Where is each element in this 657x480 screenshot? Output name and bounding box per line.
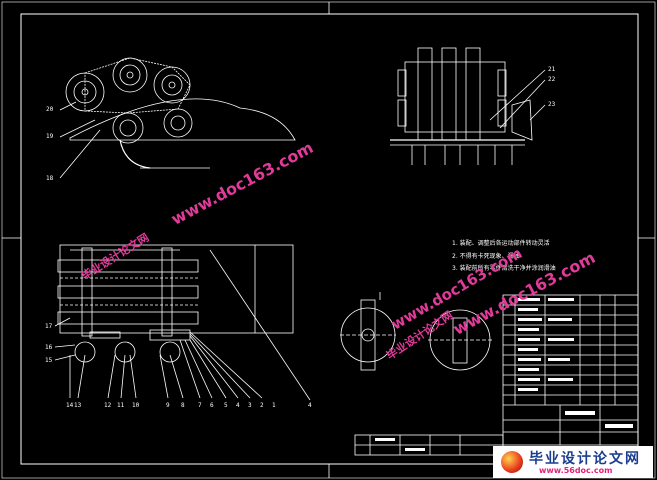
note-2: 2. 不得有卡死现象、漏油 — [452, 253, 520, 260]
note-1: 1. 装配、调整后各运动部件转动灵活 — [452, 240, 550, 247]
callout-14: 14 — [66, 402, 74, 409]
callout-4: 4 — [308, 402, 312, 409]
callout-21: 21 — [548, 66, 556, 73]
callout-23: 23 — [548, 101, 556, 108]
callout-19: 19 — [46, 133, 54, 140]
callout-20: 20 — [46, 106, 54, 113]
callout-16: 16 — [45, 344, 53, 351]
callout-7: 7 — [198, 402, 202, 409]
callout-8: 8 — [181, 402, 185, 409]
callout-1: 1 — [272, 402, 276, 409]
callout-3: 3 — [248, 402, 252, 409]
callout-22: 22 — [548, 76, 556, 83]
callout-15: 15 — [45, 357, 53, 364]
callout-5: 5 — [224, 402, 228, 409]
callout-4b: 4 — [236, 402, 240, 409]
site-logo[interactable]: 毕业设计论文网 www.56doc.com — [493, 446, 653, 478]
callout-10: 10 — [132, 402, 140, 409]
callout-2: 2 — [260, 402, 264, 409]
bom-text-marks — [375, 298, 633, 451]
note-3: 3. 装配前所有零件清洗干净并涂润滑油 — [452, 265, 556, 272]
callout-9: 9 — [166, 402, 170, 409]
callout-12: 12 — [104, 402, 112, 409]
title-block — [354, 294, 639, 456]
logo-title: 毕业设计论文网 — [529, 451, 641, 467]
callout-6: 6 — [210, 402, 214, 409]
callout-17: 17 — [45, 323, 53, 330]
front-left-view — [54, 244, 311, 401]
callout-11: 11 — [117, 402, 125, 409]
inner-frame — [20, 13, 639, 465]
callout-13: 13 — [74, 402, 82, 409]
top-left-view — [59, 57, 296, 179]
logo-url: www.56doc.com — [539, 466, 613, 475]
top-right-view — [390, 47, 546, 165]
callout-18: 18 — [46, 175, 54, 182]
globe-icon — [501, 451, 523, 473]
section-views — [340, 292, 492, 371]
